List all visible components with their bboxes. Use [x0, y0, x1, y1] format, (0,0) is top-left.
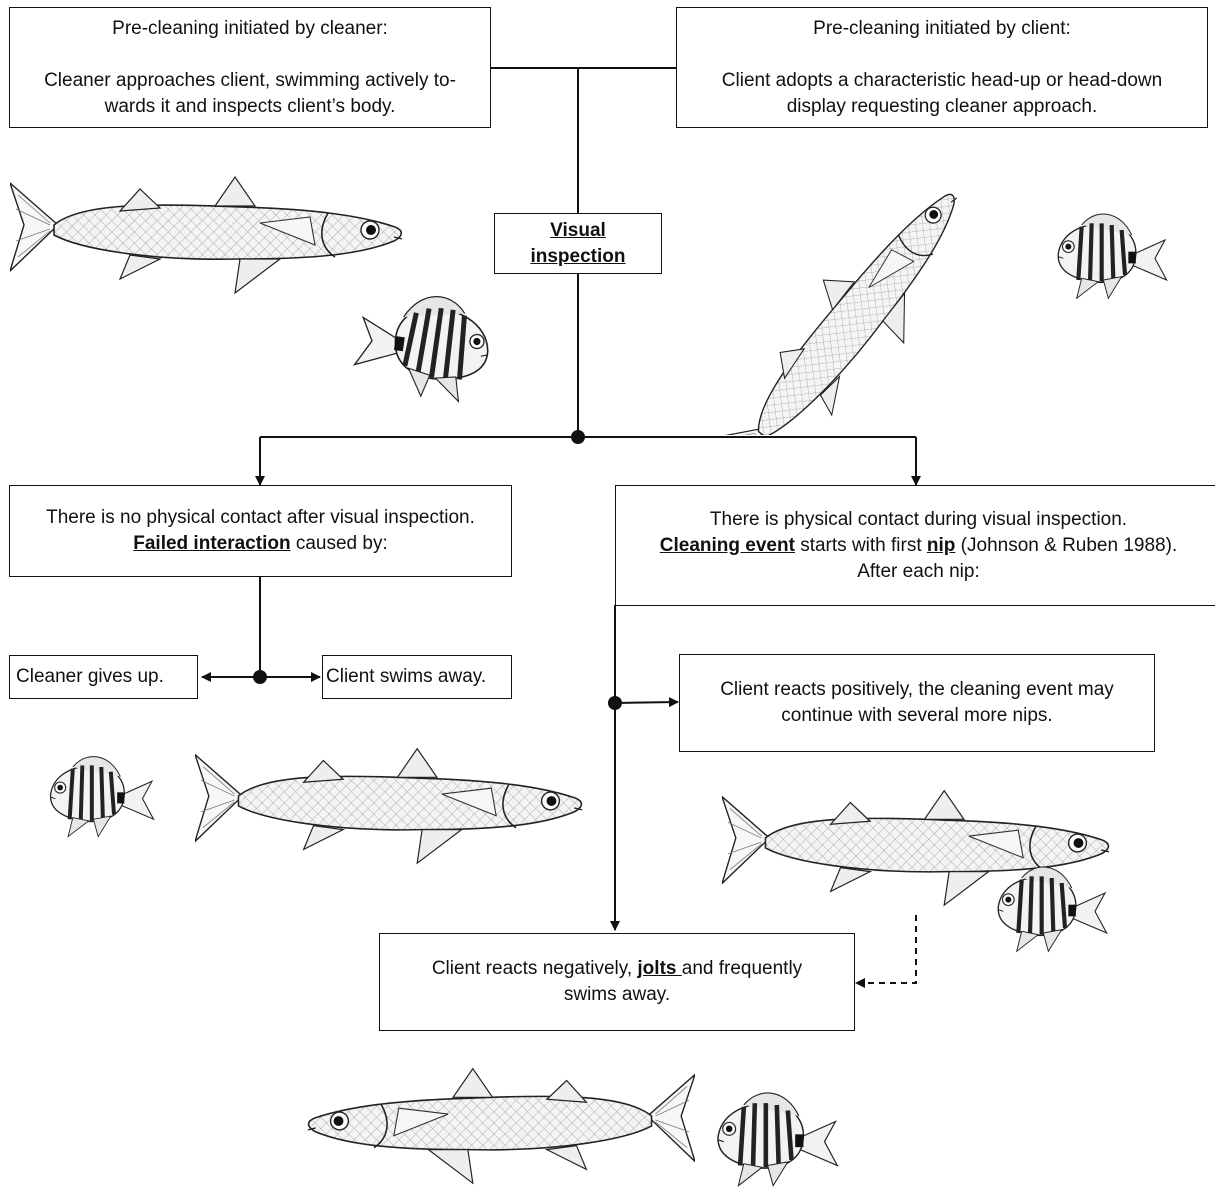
damselfish-icon — [48, 754, 156, 839]
no-contact-rest: caused by: — [290, 533, 388, 554]
jolts-term: jolts — [637, 958, 682, 979]
cleaner-initiated-title: Pre-cleaning initiated by cleaner: — [112, 17, 388, 39]
nip-node — [608, 696, 622, 710]
damselfish-icon — [975, 858, 1135, 958]
cleaner-gives-up-box: Cleaner gives up. — [9, 655, 198, 699]
positive-reaction-box: Client reacts positively, the cleaning e… — [679, 654, 1155, 752]
cleaner-initiated-box: Pre-cleaning initiated by cleaner: Clean… — [9, 7, 491, 128]
visual-inspection-line1: Visual — [550, 219, 606, 241]
no-contact-line1: There is no physical contact after visua… — [46, 507, 475, 528]
cleaner-initiated-line1: Cleaner approaches client, swimming acti… — [44, 69, 456, 91]
no-contact-box: There is no physical contact after visua… — [9, 485, 512, 577]
client-initiated-box: Pre-cleaning initiated by client: Client… — [676, 7, 1208, 128]
client-swims-away-box: Client swims away. — [322, 655, 512, 699]
contact-line2: Cleaning event starts with first nip (Jo… — [660, 533, 1177, 559]
split-node — [571, 430, 585, 444]
contact-box: There is physical contact during visual … — [615, 485, 1215, 606]
contact-line3: After each nip: — [857, 560, 980, 582]
failed-node — [253, 670, 267, 684]
mullet-fish-icon — [10, 176, 403, 294]
failed-interaction-term: Failed interaction — [133, 533, 291, 554]
negative-line1: Client reacts negatively, jolts and freq… — [432, 956, 802, 982]
cleaner-initiated-line2: wards it and inspects client’s body. — [104, 95, 396, 117]
contact-mid: starts with first — [794, 534, 927, 556]
positive-line2: continue with several more nips. — [781, 705, 1053, 726]
damselfish-icon — [345, 285, 505, 405]
mullet-fish-icon — [195, 747, 583, 865]
client-swims-away-text: Client swims away. — [326, 666, 487, 687]
client-initiated-line2: display requesting cleaner approach. — [786, 95, 1098, 117]
negative-post: and frequently — [681, 958, 803, 979]
cleaning-event-term: Cleaning event — [659, 534, 795, 556]
contact-rest: (Johnson & Ruben 1988). — [955, 534, 1178, 556]
client-initiated-title: Pre-cleaning initiated by client: — [813, 17, 1071, 39]
mullet-fish-icon — [700, 163, 995, 435]
damselfish-icon — [1030, 205, 1200, 305]
damselfish-icon — [698, 1083, 863, 1193]
visual-inspection-box: Visual inspection — [494, 213, 662, 274]
negative-pre: Client reacts negatively, — [431, 958, 638, 979]
positive-line1: Client reacts positively, the cleaning e… — [720, 679, 1114, 700]
nip-term: nip — [926, 534, 956, 556]
no-contact-line2: Failed interaction caused by: — [133, 531, 387, 557]
negative-reaction-box: Client reacts negatively, jolts and freq… — [379, 933, 855, 1031]
client-initiated-line1: Client adopts a characteristic head-up o… — [721, 69, 1163, 91]
contact-line1: There is physical contact during visual … — [709, 508, 1128, 530]
negative-line2: swims away. — [563, 984, 671, 1005]
visual-inspection-line2: inspection — [530, 245, 626, 267]
cleaner-gives-up-text: Cleaner gives up. — [16, 666, 164, 687]
mullet-fish-icon — [307, 1067, 695, 1185]
